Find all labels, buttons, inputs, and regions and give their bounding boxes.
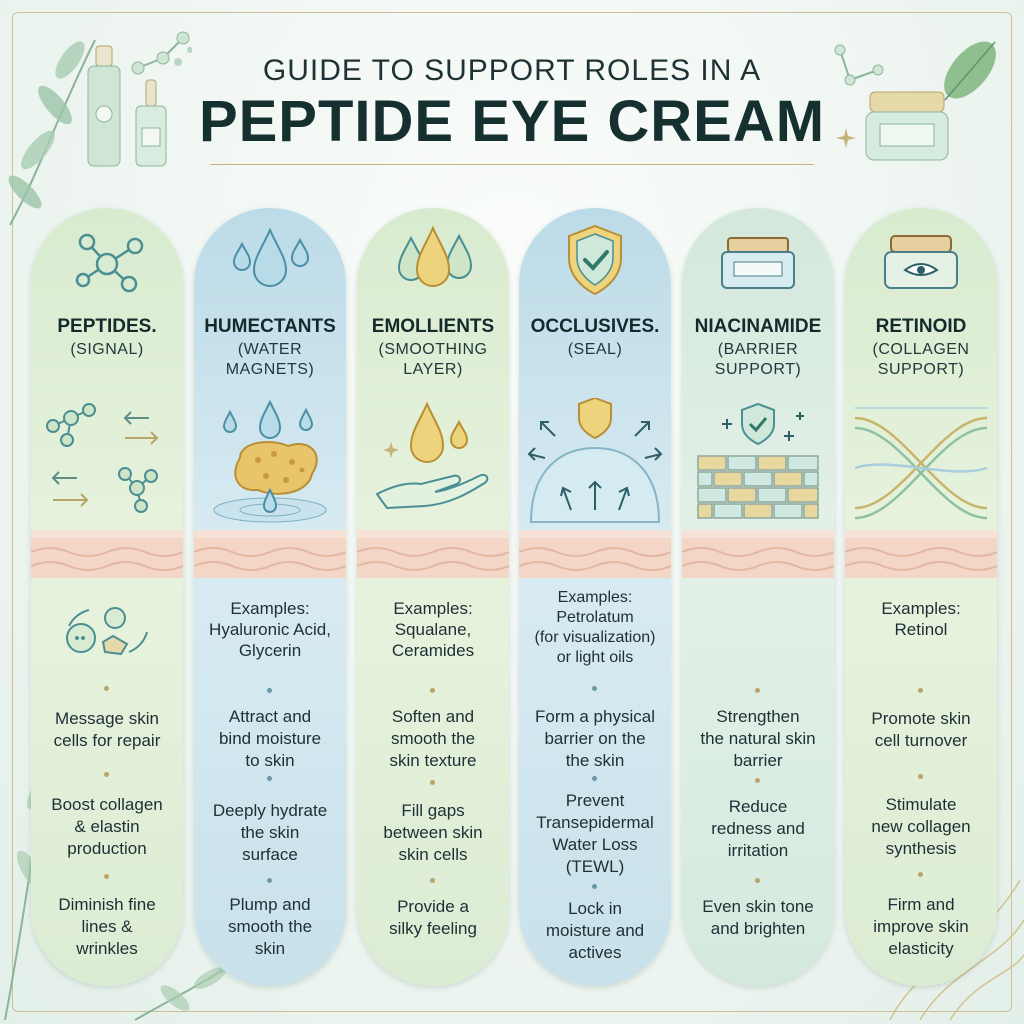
examples-text: Examples:Petrolatum(for visualization)or… — [534, 589, 656, 666]
bullet-dot — [104, 874, 109, 879]
bullet-dot — [267, 878, 272, 883]
page-frame — [12, 12, 1012, 1012]
column-title: HUMECTANTS — [204, 316, 336, 337]
skin-layer-icon — [194, 530, 346, 578]
bullet-dot — [430, 780, 435, 785]
column-title: PEPTIDES. — [57, 316, 157, 337]
column-subtitle: (SEAL) — [567, 341, 623, 358]
bullet-dot — [104, 772, 109, 777]
examples-text: Examples:Retinol — [881, 599, 961, 639]
bullet-dot — [267, 776, 272, 781]
molecule-signal-icon — [46, 403, 159, 513]
bullet-dot — [104, 686, 109, 691]
shield-check-icon — [568, 224, 622, 296]
sparkle-icon — [836, 128, 856, 148]
examples-text: Examples:Hyaluronic Acid,Glycerin — [209, 599, 331, 660]
cream-jar-icon — [865, 91, 949, 161]
oil-drops-icon — [397, 225, 473, 287]
skin-layer-icon — [357, 530, 509, 578]
molecule-icon — [834, 44, 884, 86]
bullet-dot — [430, 878, 435, 883]
title-divider — [210, 164, 814, 165]
molecule-icon — [75, 233, 144, 293]
bullet-dot — [430, 688, 435, 693]
column-title: NIACINAMIDE — [694, 316, 822, 337]
bullet-dot — [918, 688, 923, 693]
bullet-dot — [267, 688, 272, 693]
eye-cream-jar-icon — [884, 235, 958, 289]
molecule-icon — [131, 31, 190, 75]
column-title: EMOLLIENTS — [371, 316, 495, 337]
skin-layer-icon — [845, 530, 997, 578]
page-subtitle: GUIDE TO SUPPORT ROLES IN A — [262, 54, 762, 87]
examples-text: Examples:Squalane,Ceramides — [391, 599, 475, 660]
bullet-dot — [755, 688, 760, 693]
column-occlusives: OCCLUSIVES. (SEAL) Examples:Petrolatum(f… — [519, 208, 671, 986]
water-drops-icon — [232, 227, 310, 287]
bullet-dot — [592, 884, 597, 889]
column-subtitle: (SIGNAL) — [70, 341, 144, 358]
skin-layer-icon — [682, 530, 834, 578]
column-title: RETINOID — [875, 316, 967, 337]
bullet-dot — [592, 686, 597, 691]
hand-oil-icon — [375, 401, 489, 510]
barrier-dome-icon — [527, 398, 663, 523]
leaf-branch-icon — [8, 39, 96, 226]
skin-layer-icon — [31, 530, 183, 578]
bullet-dot — [918, 872, 923, 877]
bullet-dot — [918, 774, 923, 779]
leaf-icon — [944, 41, 996, 101]
bullet-dot — [592, 776, 597, 781]
skin-layer-icon — [519, 530, 671, 578]
serum-bottles-icon — [87, 45, 192, 167]
column-title: OCCLUSIVES. — [530, 316, 660, 337]
cream-jar-icon — [721, 237, 795, 289]
sponge-water-icon — [213, 399, 327, 523]
page-title: PEPTIDE EYE CREAM — [198, 89, 826, 154]
brick-barrier-icon — [697, 402, 819, 519]
bullet-dot — [755, 778, 760, 783]
collagen-fibers-icon — [854, 407, 988, 520]
bullet-dot — [755, 878, 760, 883]
cell-signal-icon — [66, 607, 148, 656]
